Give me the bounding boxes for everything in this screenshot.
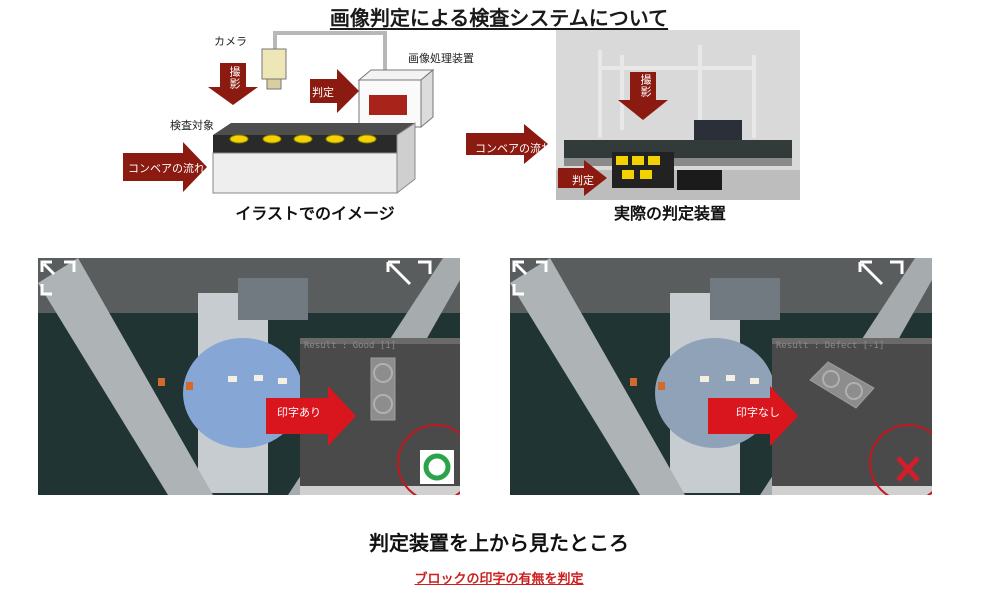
illustration-caption: イラストでのイメージ <box>235 204 395 223</box>
topview-defect <box>510 258 932 495</box>
photo-conveyor-arrow <box>466 124 548 164</box>
judgement-link[interactable]: ブロックの印字の有無を判定 <box>414 572 584 587</box>
target-label: 検査対象 <box>170 119 214 132</box>
defect-arrow <box>708 386 798 446</box>
resize-corner-icon-right-2 <box>858 260 904 286</box>
device-photo <box>466 30 800 200</box>
result-text-good: Result : Good [1] <box>304 341 397 351</box>
good-arrow <box>266 386 356 446</box>
photo-judge-label: 判定 <box>572 174 594 187</box>
good-mark-icon <box>423 453 451 481</box>
camera-label: カメラ <box>214 35 247 48</box>
conveyor-label: コンベアの流れ <box>128 162 205 175</box>
inspection-targets <box>229 134 377 144</box>
topview-good <box>38 258 460 495</box>
resize-corner-icon-2 <box>512 260 548 296</box>
photo-keyboard <box>677 170 722 190</box>
conveyor-arrow <box>123 142 207 192</box>
defect-highlight-circle <box>869 424 932 495</box>
camera-lens <box>266 78 282 90</box>
photo-judge-arrow <box>558 160 607 196</box>
capture-arrow <box>208 63 258 105</box>
conveyor-base <box>212 152 398 194</box>
good-highlight-circle <box>397 424 460 495</box>
good-label: 印字あり <box>277 406 321 419</box>
camera-cable <box>273 31 387 80</box>
photo-conveyor <box>564 140 792 158</box>
page-title: 画像判定による検査システムについて <box>329 6 669 30</box>
resize-corner-icon-right <box>386 260 432 286</box>
defect-mark-icon <box>896 456 920 482</box>
conveyor-belt <box>213 135 397 153</box>
photo-capture-arrow <box>618 72 668 120</box>
defect-label: 印字なし <box>736 406 780 419</box>
capture-label: 撮影 <box>228 66 241 90</box>
topview-caption: 判定装置を上から見たところ <box>369 531 629 555</box>
conveyor-side <box>396 122 416 195</box>
photo-processor <box>694 120 742 142</box>
judge-arrow <box>310 69 359 113</box>
processor-label: 画像処理装置 <box>408 52 474 65</box>
processor-side <box>420 68 434 129</box>
processor-screen <box>369 95 407 115</box>
photo-conveyor-label: コンベアの流れ <box>475 142 552 155</box>
result-text-defect: Result : Defect [-1] <box>776 341 885 351</box>
photo-capture-label: 撮影 <box>639 74 652 98</box>
photo-frame <box>598 45 756 138</box>
photo-caption: 実際の判定装置 <box>613 204 726 223</box>
illustration-diagram <box>123 31 435 195</box>
resize-corner-icon <box>40 260 76 296</box>
processor-top <box>357 69 435 81</box>
camera-body <box>261 48 287 80</box>
conveyor-top <box>213 123 415 135</box>
judge-label: 判定 <box>312 86 334 99</box>
